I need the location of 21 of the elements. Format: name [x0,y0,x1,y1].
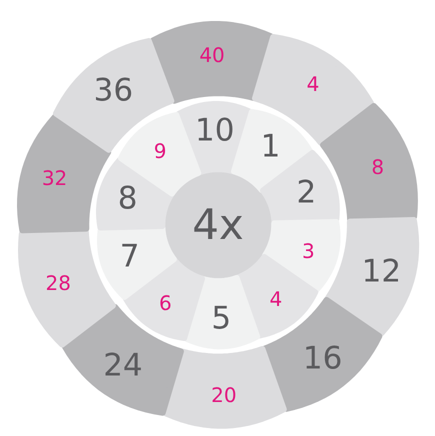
number-label: 10 [194,116,234,147]
wheel-segment [322,106,415,220]
number-label: 6 [159,292,172,313]
number-label: 3 [302,240,315,261]
number-label: 28 [46,273,71,294]
number-label: 8 [371,156,384,177]
number-label: 12 [362,256,402,288]
number-label: 36 [94,76,134,107]
wheel-segment [152,24,270,101]
number-label: 9 [154,140,166,161]
number-label: 8 [118,184,138,215]
number-label: 1 [260,132,280,163]
wheel-segment [186,278,257,346]
number-label: 5 [211,303,232,334]
number-label: 4x [192,204,244,246]
wheel-segment [21,230,114,344]
number-label: 40 [199,45,225,66]
wheel-segment [328,220,416,334]
number-label: 4 [306,74,320,94]
number-label: 32 [42,168,68,188]
number-label: 16 [302,343,342,374]
